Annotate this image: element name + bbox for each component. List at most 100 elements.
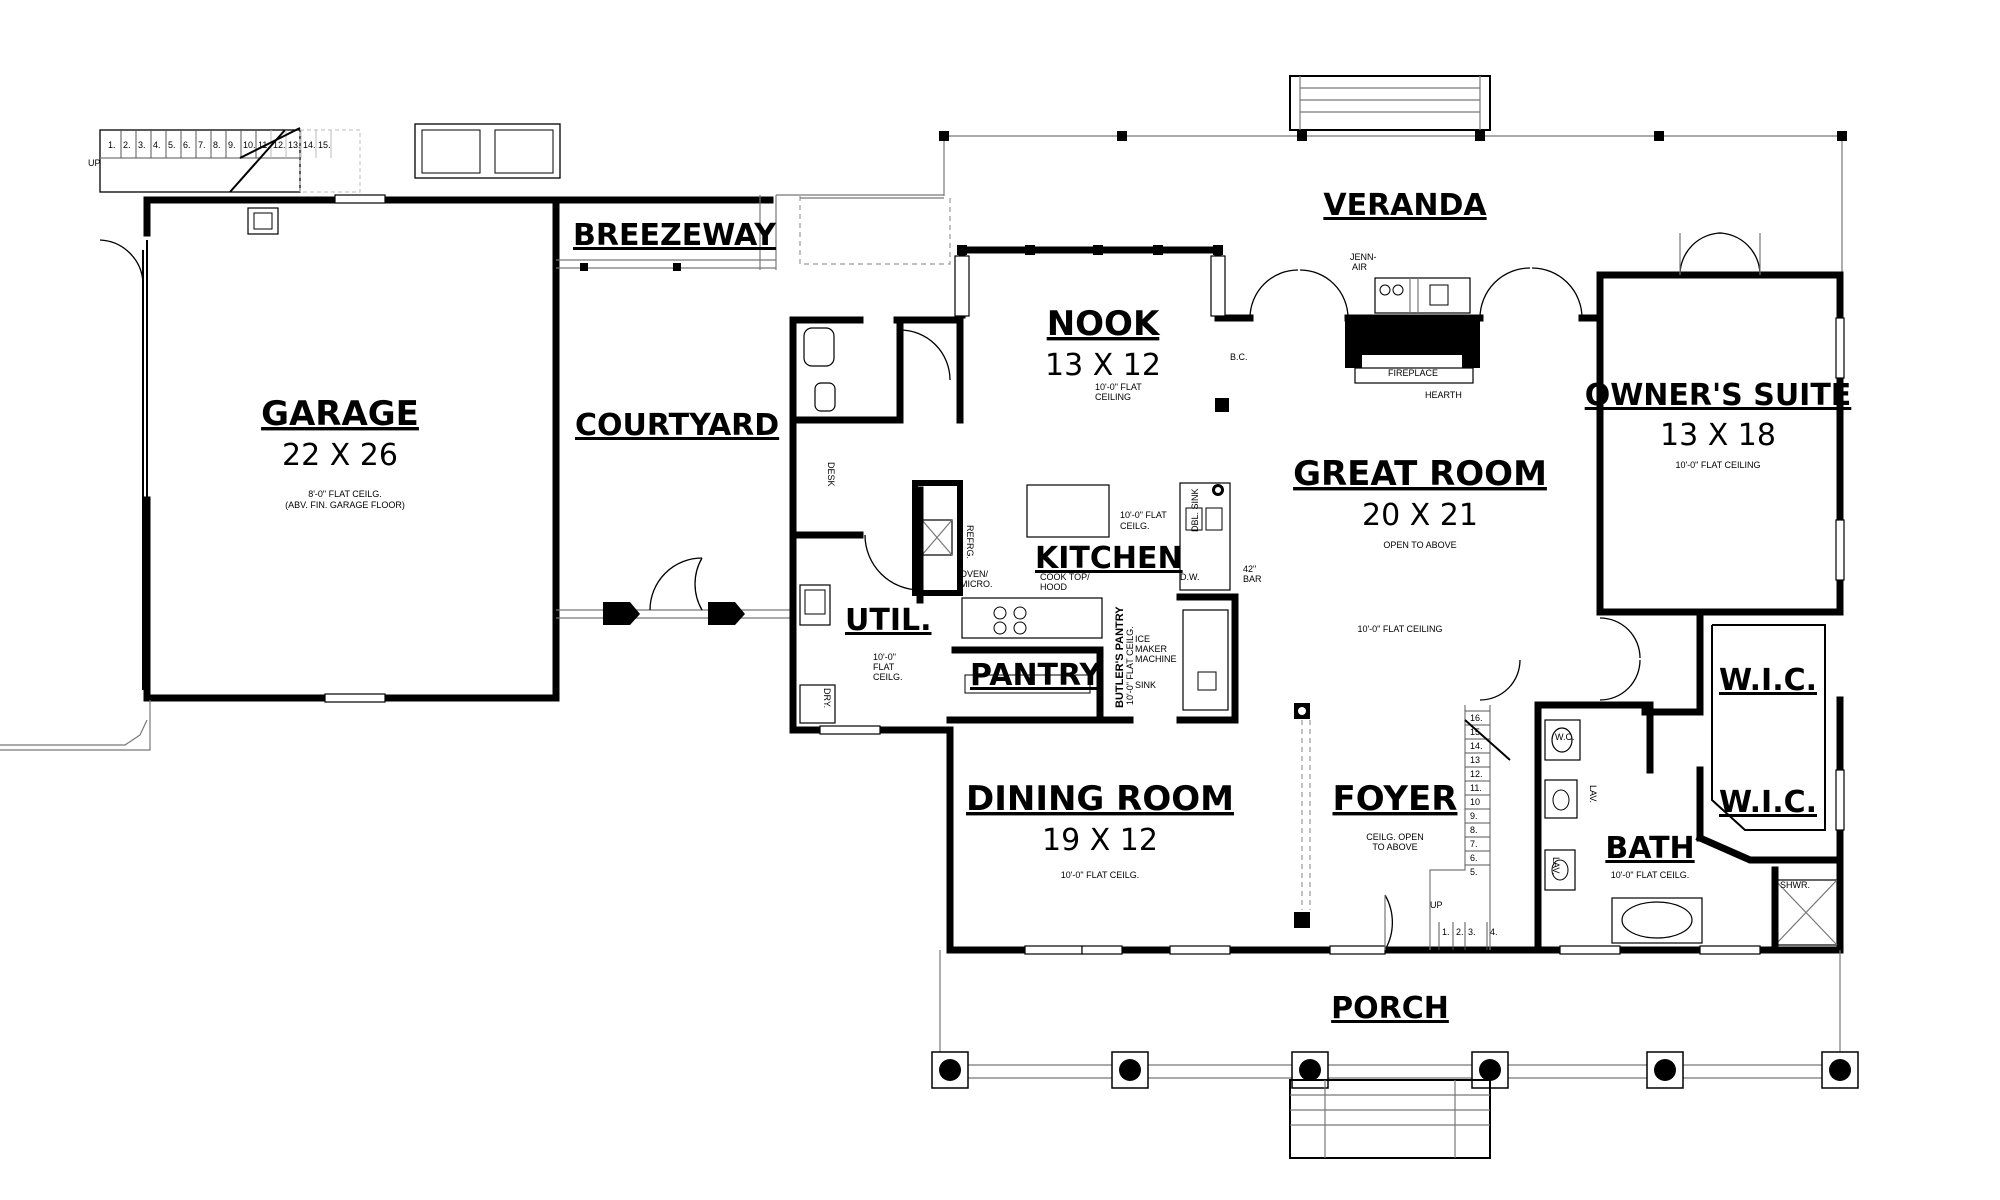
dishwasher-label: D.W. [1180, 572, 1200, 582]
porch-column [1829, 1059, 1851, 1081]
bath-ceiling-note: 10'-0" FLAT CEILG. [1611, 870, 1690, 880]
breezeway [552, 194, 944, 271]
main-step-number: 8. [1470, 825, 1478, 835]
util-note-1: 10'-0" [873, 652, 896, 662]
windows [819, 255, 1845, 955]
wic-upper-label: W.I.C. [1719, 663, 1817, 698]
veranda-doors [1249, 232, 1761, 319]
water-closet-label: W.C. [1555, 732, 1575, 742]
porch-column [1119, 1059, 1141, 1081]
garage-step-number: 5. [168, 140, 176, 150]
bar-label-2: BAR [1243, 574, 1262, 584]
cooktop-label-2: HOOD [1040, 582, 1068, 592]
nook-dimensions: 13 X 12 [1045, 348, 1161, 383]
butlers-sink-label: SINK [1135, 680, 1156, 690]
util-note-3: CEILG. [873, 672, 903, 682]
owners-suite-dimensions: 13 X 18 [1660, 418, 1776, 453]
foyer-label: FOYER [1333, 779, 1458, 819]
jenn-air-label-2: AIR [1352, 262, 1368, 272]
dryer-label: DRY. [822, 688, 832, 708]
porch-column [1299, 1059, 1321, 1081]
garage-floor-note: (ABV. FIN. GARAGE FLOOR) [285, 500, 405, 510]
util-fixtures [789, 486, 924, 724]
lavatory-label-1: LAV. [1588, 785, 1598, 803]
refrigerator-label: REFRG. [965, 525, 975, 559]
garage-stairs: 1.2.3.4.5.6.7.8.9.10.11.12.13.14.15. UP [88, 127, 361, 193]
nook-ceiling-note-2: CEILING [1095, 392, 1131, 402]
kitchen-label: KITCHEN [1035, 541, 1183, 576]
dining-room-ceiling-note: 10'-0" FLAT CEILG. [1061, 870, 1140, 880]
ice-maker-label-1: ICE [1135, 634, 1150, 644]
garage-step-number: 12. [273, 140, 286, 150]
garage-step-number: 10. [243, 140, 256, 150]
main-step-number: 5. [1470, 867, 1478, 877]
shower-label: SHWR. [1780, 880, 1810, 890]
wic-lower-label: W.I.C. [1719, 785, 1817, 820]
porch-label: PORCH [1331, 991, 1449, 1026]
garage-ceiling-note: 8'-0" FLAT CEILG. [308, 489, 382, 499]
ice-maker-label-3: MACHINE [1135, 654, 1177, 664]
garage-stairs-up-label: UP [88, 158, 101, 168]
cooktop-label-1: COOK TOP/ [1040, 572, 1090, 582]
kitchen-fixtures [912, 277, 1474, 711]
garage-step-number: 3. [138, 140, 146, 150]
butlers-pantry-label: BUTLER'S PANTRY [1114, 606, 1126, 708]
ice-maker-label-2: MAKER [1135, 644, 1168, 654]
foyer-note-1: CEILG. OPEN [1366, 832, 1424, 842]
main-stairs-up-label: UP [1430, 900, 1443, 910]
garage-step-number: 15. [318, 140, 331, 150]
great-room-label: GREAT ROOM [1293, 454, 1547, 494]
oven-label-2: MICRO. [960, 579, 993, 589]
nook-label: NOOK [1047, 304, 1161, 344]
bath-label: BATH [1605, 831, 1694, 866]
bar-label-1: 42" [1243, 564, 1256, 574]
garage-step-number: 1. [108, 140, 116, 150]
garage-label: GARAGE [261, 394, 419, 434]
lavatory-label-2: LAV. [1551, 857, 1561, 875]
main-step-number: 10 [1470, 797, 1480, 807]
butlers-pantry-ceiling-note: 10'-0" FLAT CEILG. [1125, 626, 1135, 705]
veranda-outline [799, 75, 1847, 278]
bath-fixtures [1534, 624, 1844, 954]
main-step-number: 16. [1470, 713, 1483, 723]
porch-column [1654, 1059, 1676, 1081]
courtyard-label: COURTYARD [575, 408, 779, 443]
main-step-number: 2. [1456, 927, 1464, 937]
main-step-number: 12. [1470, 769, 1483, 779]
main-step-number: 14. [1470, 741, 1483, 751]
porch [931, 950, 1859, 1159]
main-step-number: 15. [1470, 727, 1483, 737]
main-step-number: 9. [1470, 811, 1478, 821]
garage-step-number: 4. [153, 140, 161, 150]
pantry-label: PANTRY [970, 658, 1102, 693]
desk-label: DESK [826, 462, 836, 487]
great-room-open-note: OPEN TO ABOVE [1383, 540, 1456, 550]
porch-column [1479, 1059, 1501, 1081]
nook-ceiling-note-1: 10'-0" FLAT [1095, 382, 1142, 392]
garage-step-number: 7. [198, 140, 206, 150]
dining-room-dimensions: 19 X 12 [1042, 823, 1158, 858]
hearth-label: HEARTH [1425, 390, 1462, 400]
main-step-number: 13 [1470, 755, 1480, 765]
owners-suite-ceiling-note: 10'-0" FLAT CEILING [1675, 460, 1760, 470]
great-room-columns [1215, 398, 1311, 928]
garage-step-number: 8. [213, 140, 221, 150]
oven-label-1: OVEN/ [960, 569, 989, 579]
garage-step-number: 14. [303, 140, 316, 150]
great-room-dimensions: 20 X 21 [1362, 498, 1478, 533]
main-step-number: 3. [1468, 927, 1476, 937]
garage-walls [0, 194, 560, 751]
double-sink-label: DBL. SINK [1190, 488, 1200, 532]
main-step-number: 4. [1490, 927, 1498, 937]
jenn-air-label-1: JENN- [1350, 252, 1377, 262]
garage-step-number: 6. [183, 140, 191, 150]
util-note-2: FLAT [873, 662, 895, 672]
kitchen-ceiling-note-2: CEILG. [1120, 521, 1150, 531]
dining-room-label: DINING ROOM [966, 779, 1234, 819]
main-step-number: 7. [1470, 839, 1478, 849]
powder-room [789, 316, 951, 424]
great-room-ceiling-note: 10'-0" FLAT CEILING [1357, 624, 1442, 634]
garage-step-number: 9. [228, 140, 236, 150]
